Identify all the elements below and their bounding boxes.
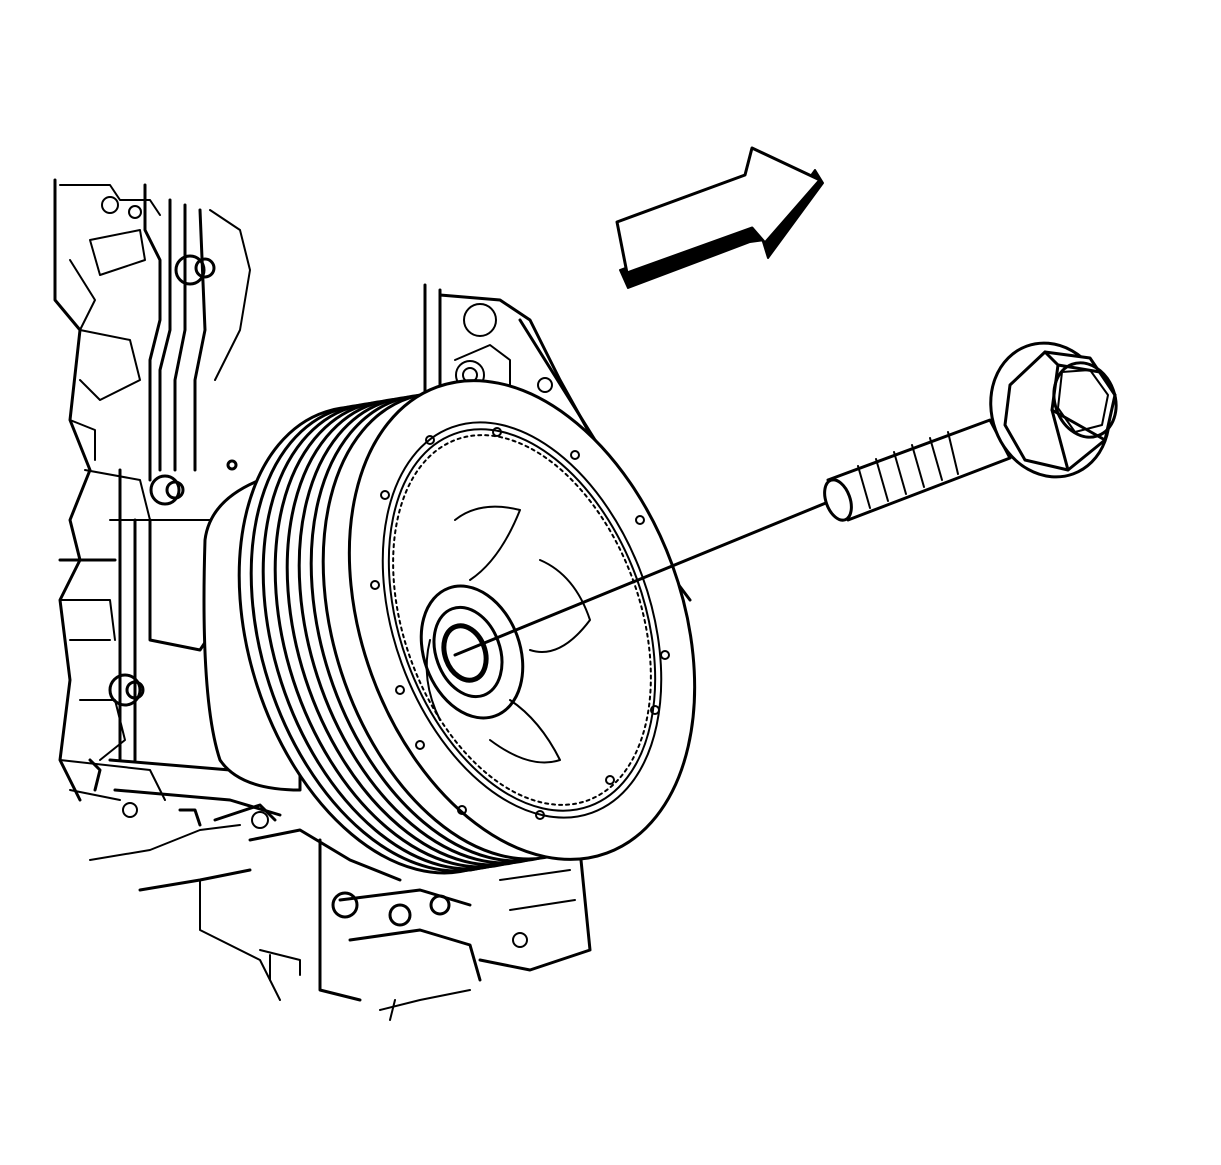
arrow-right-icon — [615, 146, 824, 289]
leader-line — [453, 496, 840, 657]
lower-case — [89, 758, 592, 1021]
bolt-icon — [823, 341, 1118, 522]
crankshaft-balancer — [202, 379, 697, 875]
